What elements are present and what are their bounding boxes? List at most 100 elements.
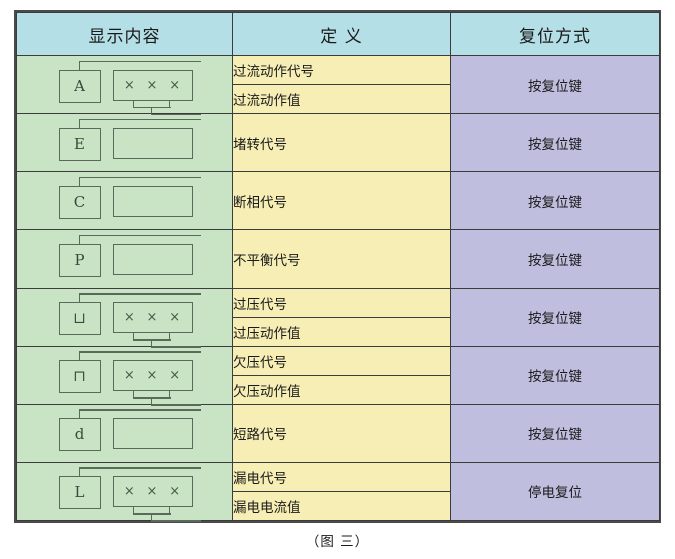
definition-cell: 欠压代号 <box>232 345 451 376</box>
header-definition: 定 义 <box>232 12 451 56</box>
icon-top-stub <box>78 118 80 129</box>
definition-cell: 不平衡代号 <box>232 229 451 289</box>
table-row: 漏电电流值 <box>17 490 660 522</box>
icon-top-rail <box>78 176 201 179</box>
display-icon: C <box>45 175 205 227</box>
reset-method-cell: 按复位键 <box>450 287 660 347</box>
icon-value-char: × <box>146 484 159 500</box>
icon-bottom-rail <box>150 113 201 116</box>
header-reset-method: 复位方式 <box>450 12 660 56</box>
icon-value-char: × <box>123 310 136 326</box>
table-row: 欠压动作值 <box>17 374 660 405</box>
icon-top-stub <box>78 409 80 420</box>
display-content-cell: E <box>16 113 233 173</box>
table-row: ⊔×××过压代号按复位键 <box>16 287 660 348</box>
icon-top-stub <box>78 60 80 71</box>
icon-value-box: ××× <box>112 360 193 392</box>
display-content-cell: A××× <box>16 54 233 116</box>
icon-bottom-drop <box>150 397 152 406</box>
icon-letter-box: ⊓ <box>58 360 101 394</box>
icon-letter-box: d <box>58 418 101 452</box>
icon-top-stub <box>78 293 80 304</box>
display-content-cell: ⊔ × × × <box>16 287 233 348</box>
icon-value-box: × × × <box>112 302 193 334</box>
icon-value-char: × <box>146 368 159 384</box>
icon-value-char: × <box>146 77 159 93</box>
icon-top-rail <box>78 467 201 469</box>
icon-top-rail <box>78 351 201 353</box>
table-row: ⊓×××欠压代号按复位键 <box>16 345 660 406</box>
icon-value-box <box>112 243 193 275</box>
icon-bottom-rail <box>150 346 201 348</box>
header-display-content: 显示内容 <box>16 12 233 56</box>
icon-bottom-left-stub <box>132 507 134 515</box>
reset-method-cell: 停电复位 <box>450 461 660 522</box>
table-row: P 不平衡代号按复位键 <box>16 229 660 289</box>
table-row: E 堵转代号按复位键 <box>16 113 660 173</box>
icon-bottom-left-stub <box>132 100 134 108</box>
header-row: 显示内容 定 义 复位方式 <box>16 12 660 56</box>
icon-letter-box: C <box>58 185 101 219</box>
icon-letter-box: A <box>58 69 101 103</box>
definition-cell: 过流动作代号 <box>232 54 451 86</box>
icon-letter-box: ⊔ <box>58 302 101 336</box>
icon-top-rail <box>78 409 201 411</box>
reset-method-cell: 按复位键 <box>450 113 660 173</box>
table-row: d 短路代号按复位键 <box>16 403 660 463</box>
icon-value-box: ××× <box>112 69 193 101</box>
icon-value-char: × <box>146 310 159 326</box>
reset-method-cell: 按复位键 <box>450 229 660 289</box>
table-row: L×××漏电代号停电复位 <box>16 461 660 522</box>
icon-top-stub <box>78 234 80 245</box>
display-content-cell: ⊓××× <box>16 345 233 406</box>
definition-cell: 过压动作值 <box>232 316 451 347</box>
icon-letter-box: P <box>58 243 101 277</box>
display-content-cell: L××× <box>16 461 233 522</box>
definition-cell: 短路代号 <box>232 403 451 463</box>
reset-method-cell: 按复位键 <box>450 345 660 405</box>
icon-value-box: × × × <box>112 476 193 508</box>
icon-value-box <box>112 185 193 217</box>
definition-cell: 漏电电流值 <box>232 490 451 522</box>
icon-value-box <box>112 127 193 159</box>
icon-value-char: × <box>123 77 136 93</box>
display-content-cell: P <box>16 229 233 289</box>
icon-value-char: × <box>123 484 136 500</box>
icon-top-stub <box>78 176 80 187</box>
icon-bottom-left-stub <box>132 333 134 341</box>
icon-top-rail <box>78 234 201 237</box>
icon-top-stub <box>78 467 80 478</box>
display-content-cell: C <box>16 171 233 231</box>
definition-cell: 断相代号 <box>232 171 451 231</box>
figure-caption: （图 三） <box>305 534 370 550</box>
icon-bottom-right-stub <box>168 507 170 515</box>
icon-value-char: × <box>169 310 182 326</box>
icon-value-char: × <box>169 484 182 500</box>
icon-bottom-left-stub <box>132 391 134 399</box>
display-icon: P <box>45 233 205 285</box>
display-icon: L××× <box>45 465 205 522</box>
icon-bottom-right-stub <box>168 100 170 108</box>
table-row: 过压动作值 <box>17 316 660 347</box>
display-icon: ⊓××× <box>45 349 205 406</box>
display-icon: ⊔ × × × <box>45 291 205 348</box>
icon-bottom-rail <box>150 404 201 406</box>
definition-cell: 漏电代号 <box>232 461 451 492</box>
icon-letter-box: E <box>58 127 101 161</box>
icon-bottom-drop <box>150 339 152 348</box>
reset-method-cell: 按复位键 <box>450 403 660 463</box>
icon-value-char: × <box>123 368 136 384</box>
definition-cell: 堵转代号 <box>232 113 451 173</box>
icon-top-rail <box>78 118 201 121</box>
icon-top-stub <box>78 351 80 362</box>
icon-bottom-right-stub <box>168 391 170 399</box>
icon-bottom-drop <box>150 513 152 522</box>
reset-method-cell: 按复位键 <box>450 54 660 115</box>
icon-bottom-right-stub <box>168 333 170 341</box>
icon-bottom-drop <box>150 106 152 115</box>
display-icon: A××× <box>45 59 205 116</box>
